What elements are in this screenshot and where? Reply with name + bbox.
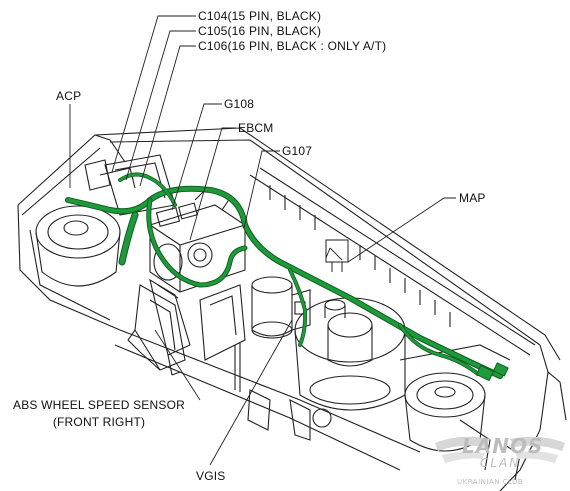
air-cleaner	[251, 276, 311, 339]
watermark-sub: CLAN	[480, 456, 521, 470]
watermark-wings-icon	[435, 436, 565, 463]
label-c106: C106(16 PIN, BLACK : ONLY A/T)	[198, 39, 387, 53]
strut-and-bracket	[127, 284, 246, 371]
watermark-brand: LANOS	[462, 434, 544, 458]
label-g107: G107	[282, 144, 313, 158]
map-connector-1	[476, 365, 494, 381]
label-acp: ACP	[56, 89, 82, 103]
label-abs-wheel-speed-sensor: ABS WHEEL SPEED SENSOR (FRONT RIGHT)	[0, 398, 198, 429]
wiring-harness	[65, 172, 509, 381]
watermark-tagline: UKRAINIAN CLUB	[457, 478, 524, 486]
label-g108: G108	[224, 97, 255, 111]
leader-lines	[69, 15, 456, 466]
map-connector-2	[492, 362, 509, 377]
label-c104: C104(15 PIN, BLACK)	[198, 9, 322, 23]
label-ebcm: EBCM	[238, 121, 274, 135]
label-c105: C105(16 PIN, BLACK)	[198, 24, 322, 38]
right-strut-tower	[399, 344, 511, 452]
lower-details	[234, 343, 521, 481]
abs-sensor-bracket	[149, 278, 191, 376]
coolant-reservoir	[294, 297, 406, 411]
label-vgis: VGIS	[196, 469, 226, 483]
map-sensor-bracket	[325, 239, 349, 272]
ebcm-module	[149, 189, 246, 293]
engine-bay-outline	[17, 127, 567, 491]
label-abs-line1: ABS WHEEL SPEED SENSOR	[12, 398, 185, 412]
label-abs-line2: (FRONT RIGHT)	[52, 415, 146, 429]
label-map: MAP	[459, 191, 486, 205]
